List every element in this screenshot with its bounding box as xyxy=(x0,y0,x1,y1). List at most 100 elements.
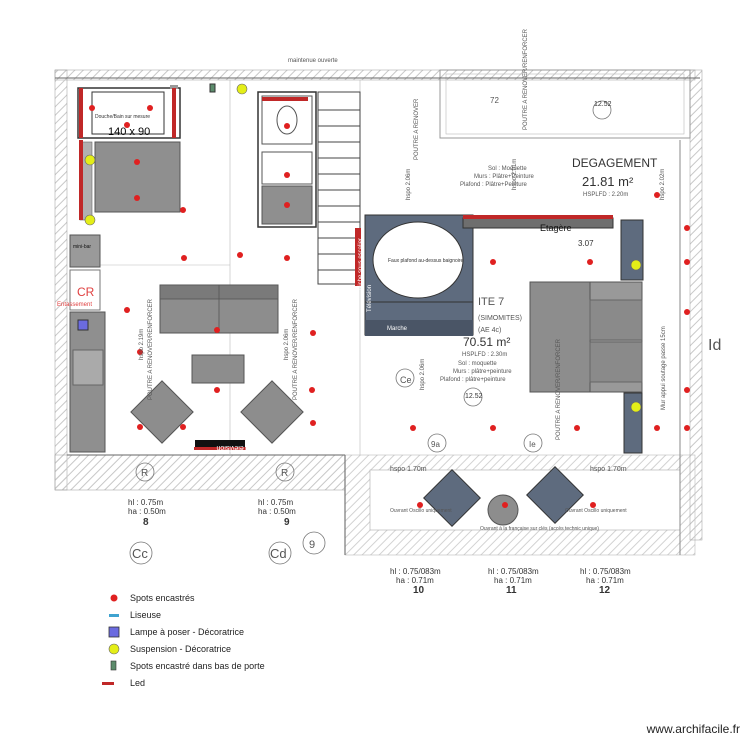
height-1252b: 12.52 xyxy=(465,393,483,400)
blue-bar-icon xyxy=(109,614,119,617)
window-8-num: 8 xyxy=(143,517,149,528)
window-12-num: 12 xyxy=(599,585,611,596)
room-main-plafond: Plafond : plâtre+peinture xyxy=(440,377,506,383)
id-label: Id xyxy=(708,337,721,354)
note-plafond: Plafond : Plâtre+Peinture xyxy=(460,182,528,188)
mini-bar-label: mini-bar xyxy=(73,244,91,250)
red-line-icon xyxy=(102,682,114,685)
legend-item-suspension: Suspension - Décoratrice xyxy=(108,641,408,658)
wc-room xyxy=(257,91,317,228)
window-8-ha: ha : 0.50m xyxy=(128,507,166,516)
hspo-4: hspo 2.02m xyxy=(660,169,666,200)
cd-label: Cd xyxy=(270,546,287,561)
window-9-hl: hl : 0.75m xyxy=(258,498,293,507)
poutre-2: POUTRE A RENOVER/RENFORCER xyxy=(293,298,299,400)
window-11-ha: ha : 0.71m xyxy=(494,576,532,585)
living-room-furniture xyxy=(130,284,304,448)
yellow-dot-icon xyxy=(108,643,120,655)
bath-dims: 140 x 90 xyxy=(108,126,150,138)
blue-square-icon xyxy=(108,626,120,638)
window-8-hl: hl : 0.75m xyxy=(128,498,163,507)
legend-item-door-spot: Spots encastré dans bas de porte xyxy=(108,658,408,675)
legend-item-spots: Spots encastrés xyxy=(108,590,408,607)
room-main-area: 70.51 m² xyxy=(463,335,510,349)
legend: Spots encastrés Liseuse Lampe à poser - … xyxy=(102,590,408,692)
credit-link[interactable]: www.archifacile.fr xyxy=(646,722,740,736)
left-room-label: CR xyxy=(77,285,95,299)
note-murs: Murs : Plâtre+Peinture xyxy=(474,174,535,180)
window-12-ha: ha : 0.71m xyxy=(586,576,624,585)
poutre-3: POUTRE A RENOVER xyxy=(414,98,420,160)
marche-label: Marche xyxy=(387,326,408,332)
niche-label: Niche sous escalier xyxy=(358,238,364,290)
room-degagement-name: DEGAGEMENT xyxy=(572,156,658,170)
left-room-sub: Entassement xyxy=(57,302,92,308)
hspo-8: hspo 2.06m xyxy=(284,329,290,360)
suspensions xyxy=(84,83,642,413)
window-9-ha: ha : 0.50m xyxy=(258,507,296,516)
height-307: 3.07 xyxy=(578,239,594,248)
cc-label: Cc xyxy=(132,546,148,561)
legend-label: Lampe à poser - Décoratrice xyxy=(130,627,245,637)
etagere-label: Etagère xyxy=(540,223,572,233)
ie-label: Ie xyxy=(529,440,536,449)
faux-plafond-label: Faux plafond au-dessus baignoire xyxy=(388,258,464,264)
ce-label: Ce xyxy=(400,375,412,385)
room-main-name: ITE 7 xyxy=(478,296,504,308)
hspo-6: hspo 1.70m xyxy=(590,466,627,473)
legend-label: Liseuse xyxy=(130,610,162,620)
bath-caption: Douche/Bain sur mesure xyxy=(95,114,150,120)
note-sol: Sol : Moquette xyxy=(488,166,527,172)
window-note-3: Ouvrant à la française sur clés (accès t… xyxy=(480,526,599,532)
red-dot-icon xyxy=(110,594,118,602)
door-note: maintenue ouverte xyxy=(288,58,338,64)
legend-item-lamp: Lampe à poser - Décoratrice xyxy=(108,624,408,641)
window-11-num: 11 xyxy=(506,585,517,596)
window-10-num: 10 xyxy=(413,585,425,596)
door-spot xyxy=(209,83,216,93)
window-12-hl: hl : 0.75/083m xyxy=(580,567,631,576)
hspo-5: hspo 1.70m xyxy=(390,466,427,473)
hspo-1: hspo 2.06m xyxy=(406,169,412,200)
legend-label: Suspension - Décoratrice xyxy=(130,644,232,654)
nine-label: 9 xyxy=(309,539,315,551)
recessed-spots xyxy=(89,105,690,508)
dimension-marks xyxy=(129,100,612,565)
staircase xyxy=(317,91,361,285)
legend-label: Led xyxy=(130,678,146,688)
television-label-side: Télévision xyxy=(367,285,373,312)
window-10-ha: ha : 0.71m xyxy=(396,576,434,585)
poutre-1: POUTRE A RENOVER/RENFORCER xyxy=(148,298,154,400)
television-label-bottom: Télévision xyxy=(216,444,248,451)
window-note-2: Ouvrant Oscillo uniquement xyxy=(565,508,627,514)
left-column-furniture xyxy=(69,234,106,453)
legend-label: Spots encastré dans bas de porte xyxy=(130,661,265,671)
window-note-1: Ouvrant Oscillo uniquement xyxy=(390,508,452,514)
height-72: 72 xyxy=(490,96,499,105)
led-strips xyxy=(79,88,613,450)
hspo-7: hspo 2.19m xyxy=(139,329,145,360)
room-main-murs: Murs : plâtre+peinture xyxy=(453,369,512,375)
window-10-hl: hl : 0.75/083m xyxy=(390,567,441,576)
room-degagement-hspfd: HSPLFD : 2.20m xyxy=(583,192,628,198)
r-label-1: R xyxy=(141,468,148,479)
poutre-5: POUTRE A RENOVER/RENFORCER xyxy=(556,338,562,440)
poutre-4: POUTRE A RENOVER/RENFORCER xyxy=(523,28,529,130)
mur-note: Mur appui soutage passe 15cm xyxy=(661,326,667,410)
room-main-sub2: (AE 4c) xyxy=(478,327,501,334)
height-1252a: 12.52 xyxy=(594,101,612,108)
small-green-rect-icon xyxy=(110,660,117,671)
table-lamp xyxy=(77,319,89,331)
room-main-sub: (SIMOMITES) xyxy=(478,315,522,322)
room-main-sol: Sol : moquette xyxy=(458,361,497,367)
hspo-2: hspo 2.01m xyxy=(512,159,518,190)
walls xyxy=(54,69,703,556)
window-11-hl: hl : 0.75/083m xyxy=(488,567,539,576)
legend-item-led: Led xyxy=(102,675,408,692)
window-9-num: 9 xyxy=(284,517,290,528)
legend-item-liseuse: Liseuse xyxy=(108,607,408,624)
r-label-2: R xyxy=(281,468,288,479)
